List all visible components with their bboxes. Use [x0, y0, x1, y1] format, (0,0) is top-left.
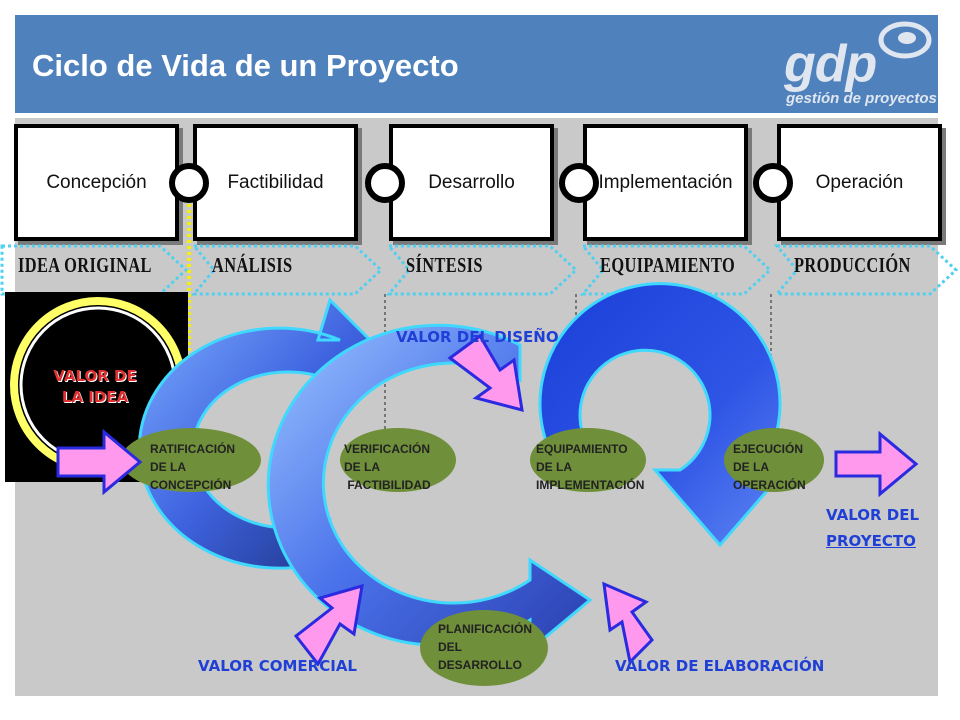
phase-connector-2: [365, 163, 405, 203]
stage-analisis: ANÁLISIS: [212, 253, 293, 277]
pink-arrow-commercial: [293, 583, 364, 667]
gdp-logo-subtitle: gestión de proyectos: [786, 90, 937, 107]
milestone-ellipse-5: [420, 610, 548, 686]
pink-arrow-design: [447, 333, 524, 413]
idea-value-label: VALOR DE LA IDEA: [53, 367, 137, 406]
gdp-logo: gdp: [784, 35, 877, 93]
phase-connector-4: [753, 163, 793, 203]
cycle-arrow-equipment: [538, 282, 789, 548]
milestone-ejecucion: EJECUCIÓN DE LA OPERACIÓN: [733, 442, 806, 492]
milestone-ellipse-4: [724, 428, 824, 492]
milestone-ratificacion: RATIFICACIÓN DE LA CONCEPCIÓN: [150, 442, 236, 492]
phase-factibilidad: Factibilidad: [193, 124, 358, 241]
value-elaboration-label: VALOR DE ELABORACIÓN: [615, 657, 825, 675]
value-project-line2: PROYECTO: [826, 532, 916, 550]
milestone-equipamiento: EQUIPAMIENTO DE LA IMPLEMENTACIÓN: [536, 442, 645, 492]
phase-desarrollo: Desarrollo: [389, 124, 554, 241]
milestone-planificacion: PLANIFICACIÓN DEL DESARROLLO: [438, 622, 532, 672]
milestone-ellipse-1: [121, 428, 261, 492]
phase-connector-3: [559, 163, 599, 203]
stage-equipamiento: EQUIPAMIENTO: [600, 253, 736, 277]
milestone-verificacion: VERIFICACIÓN DE LA FACTIBILIDAD: [344, 442, 431, 492]
stage-sintesis: SÍNTESIS: [406, 253, 483, 277]
pink-arrow-elaboration: [602, 581, 654, 666]
stage-idea-original: IDEA ORIGINAL: [18, 253, 152, 277]
phase-connector-1: [169, 163, 209, 203]
pink-arrow-idea: [56, 428, 143, 496]
header-banner: [15, 15, 938, 113]
milestone-ellipse-3: [530, 428, 646, 492]
stage-produccion: PRODUCCIÓN: [794, 253, 911, 277]
value-commercial-label: VALOR COMERCIAL: [198, 657, 357, 675]
value-design-label: VALOR DEL DISEÑO: [396, 328, 559, 346]
stage-chevron-5: [773, 244, 959, 296]
milestone-ellipse-2: [340, 428, 456, 492]
pink-arrow-project: [834, 430, 919, 498]
cycle-arrow-analysis: [137, 297, 383, 570]
page-title: Ciclo de Vida de un Proyecto: [32, 48, 459, 83]
value-project-line1: VALOR DEL: [826, 506, 920, 524]
stage-chevron-1: [0, 244, 189, 296]
